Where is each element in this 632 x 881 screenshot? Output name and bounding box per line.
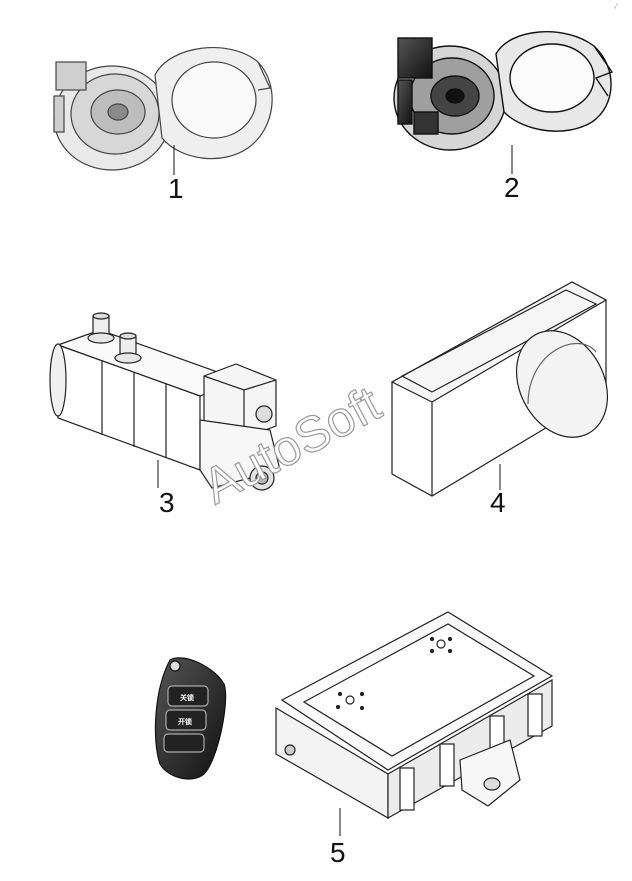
key-fob-lock-label: 关锁 [180, 693, 194, 702]
part-4-housing [390, 281, 609, 497]
part-3-valve-block [49, 312, 281, 491]
corner-mark: ₑ“ [614, 4, 618, 10]
callout-5: 5 [330, 837, 346, 868]
callout-1: 1 [168, 173, 184, 204]
callout-4: 4 [490, 487, 506, 518]
callout-2: 2 [504, 172, 520, 203]
part-1-charge-flap-light [53, 46, 273, 171]
key-fob [154, 657, 227, 780]
part-2-charge-flap-dark [393, 31, 614, 151]
key-fob-unlock-label: 开锁 [178, 717, 192, 726]
part-5-control-module [275, 611, 554, 820]
callout-3: 3 [159, 487, 175, 518]
